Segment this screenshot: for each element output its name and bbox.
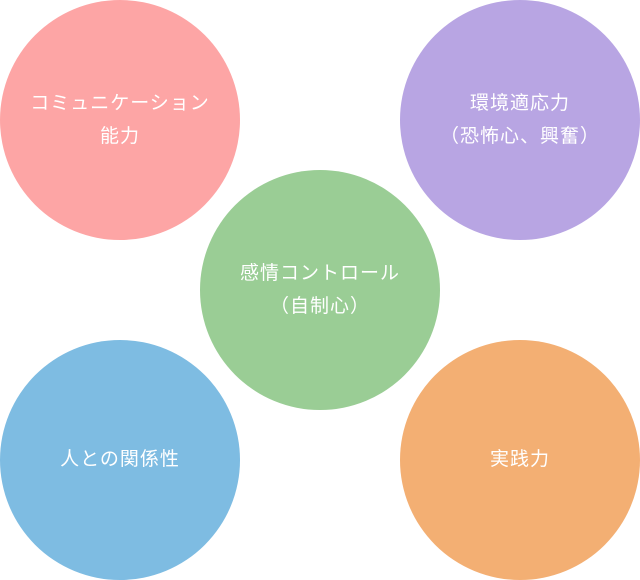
communication-skill-label: コミュニケーション 能力: [30, 87, 210, 154]
practice-label: 実践力: [490, 443, 550, 476]
emotion-control-line-2: （自制心）: [269, 295, 370, 317]
relationship-circle: 人との関係性: [0, 340, 240, 580]
emotion-control-circle: 感情コントロール （自制心）: [200, 170, 440, 410]
adaptability-skill-circle: 環境適応力 （恐怖心、興奮）: [400, 0, 640, 240]
communication-skill-circle: コミュニケーション 能力: [0, 0, 240, 240]
adaptability-skill-label: 環境適応力 （恐怖心、興奮）: [440, 87, 600, 154]
communication-skill-line-2: 能力: [99, 125, 140, 147]
adaptability-skill-line-1: 環境適応力: [469, 91, 570, 114]
emotion-control-label: 感情コントロール （自制心）: [240, 257, 400, 324]
relationship-line-1: 人との関係性: [60, 448, 180, 471]
communication-skill-line-1: コミュニケーション: [30, 91, 210, 114]
practice-circle: 実践力: [400, 340, 640, 580]
emotion-control-line-1: 感情コントロール: [239, 261, 400, 284]
practice-line-1: 実践力: [489, 448, 550, 471]
adaptability-skill-line-2: （恐怖心、興奮）: [439, 125, 600, 147]
relationship-label: 人との関係性: [60, 443, 180, 476]
